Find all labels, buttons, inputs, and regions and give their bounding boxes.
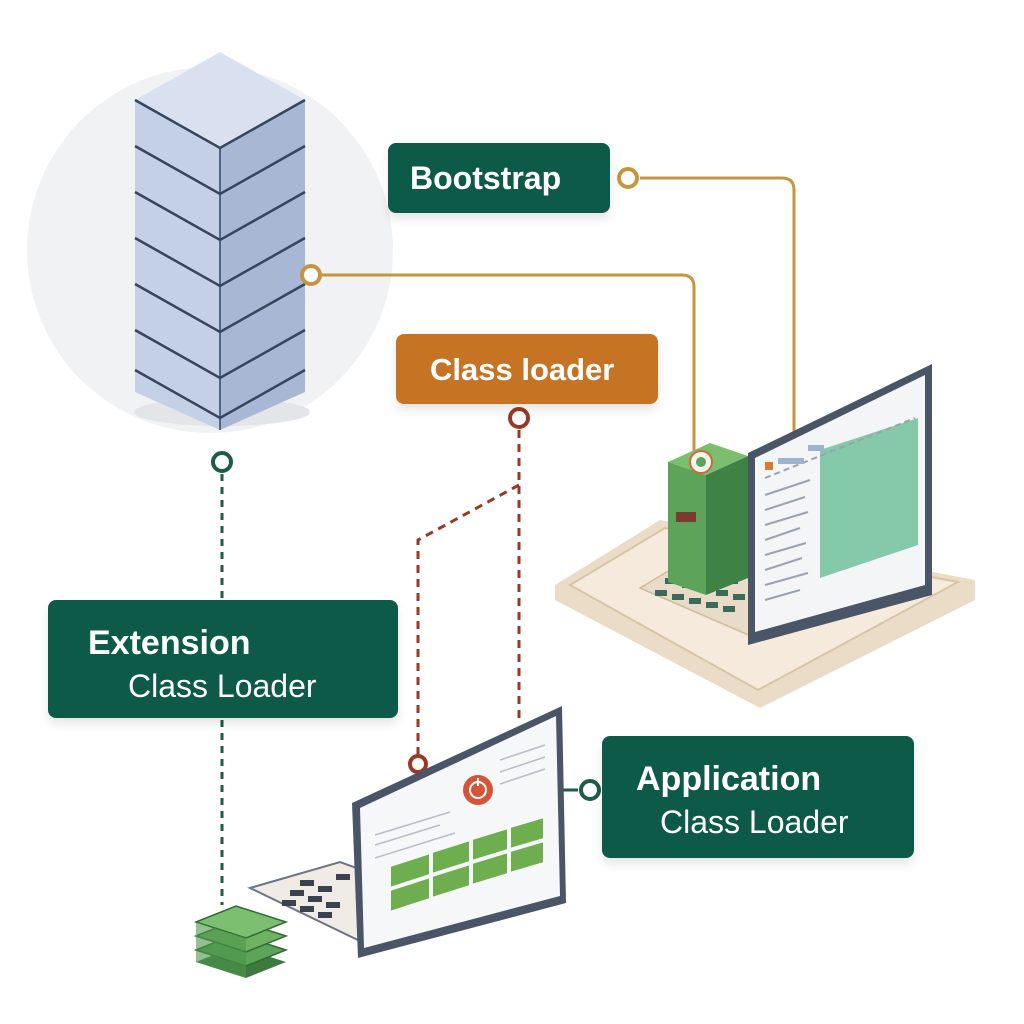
class-loader-label-text: Class loader: [430, 352, 615, 387]
green-server-box-icon: [668, 443, 748, 595]
laptop-icon: [247, 706, 566, 958]
extension-class-loader-label: Extension Class Loader: [48, 600, 398, 718]
application-connector-node: [579, 779, 601, 801]
extension-label-line2: Class Loader: [128, 668, 317, 704]
bootstrap-label-text: Bootstrap: [410, 160, 562, 196]
extension-label-line1: Extension: [88, 624, 251, 662]
application-label-line2: Class Loader: [660, 804, 849, 840]
monitor-screen: [748, 364, 932, 645]
bootstrap-connector-node: [617, 167, 639, 189]
jar-stack-icon: [193, 905, 289, 978]
bootstrap-label: Bootstrap: [388, 143, 610, 213]
class-loader-connector-node: [508, 407, 530, 429]
application-class-loader-label: Application Class Loader: [602, 736, 914, 858]
server-connector-node: [300, 264, 322, 286]
bootstrap-connector: [322, 176, 796, 452]
java-logo-icon: [463, 775, 493, 805]
extension-connector-node: [211, 451, 233, 473]
laptop-connector-node: [408, 754, 428, 774]
class-loader-connector: [416, 430, 521, 758]
server-stack-icon: [134, 52, 310, 430]
application-label-line1: Application: [636, 760, 822, 798]
class-loader-label: Class loader: [396, 334, 658, 404]
